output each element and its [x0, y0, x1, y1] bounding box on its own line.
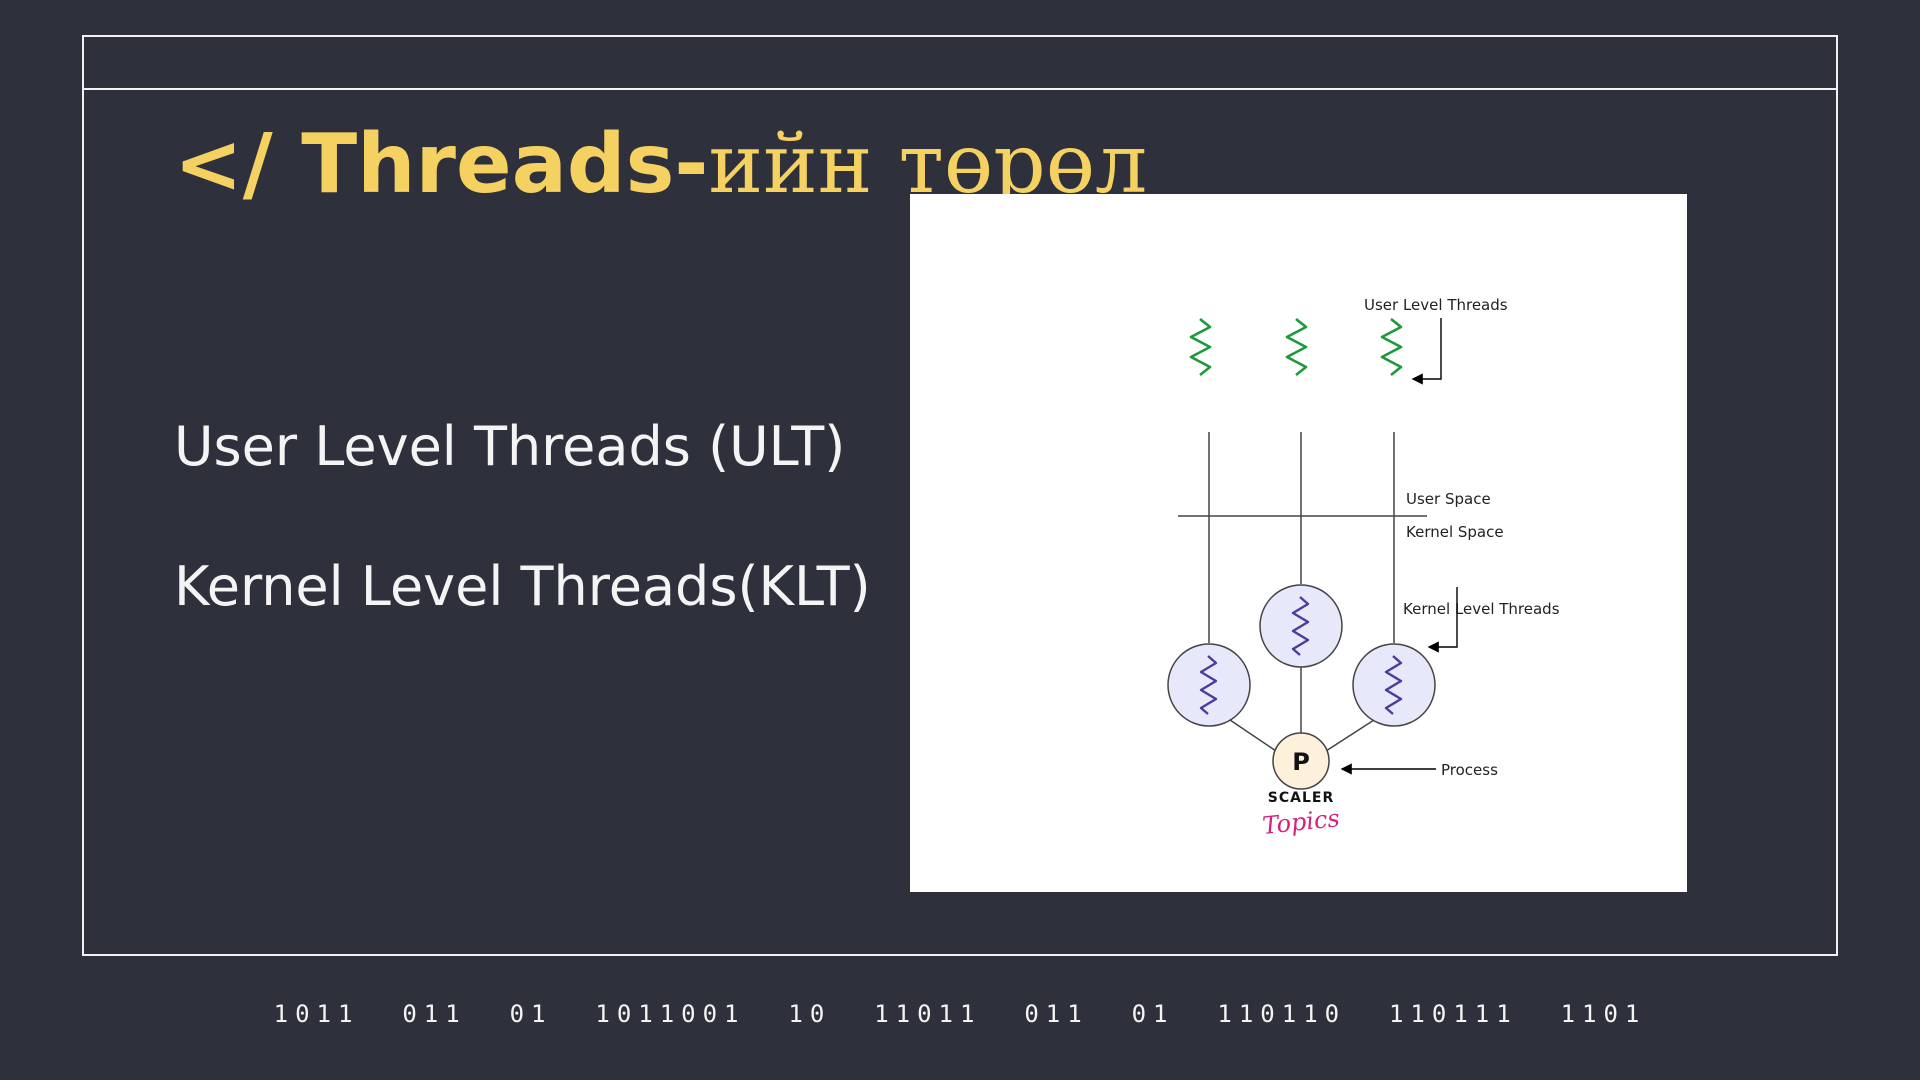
label-kernel-level-threads: Kernel Level Threads	[1403, 600, 1560, 618]
arrow-kernel-level-threads	[1427, 587, 1458, 653]
list-item-ult: User Level Threads (ULT)	[174, 415, 846, 478]
kernel-thread-node-3	[1352, 643, 1436, 727]
kernel-thread-node-2	[1259, 584, 1343, 668]
arrow-user-level-threads	[1411, 318, 1442, 385]
label-process: Process	[1441, 761, 1498, 779]
label-user-level-threads: User Level Threads	[1364, 296, 1508, 314]
scaler-topics-logo: SCALER Topics	[1261, 790, 1341, 840]
process-link-1	[1229, 719, 1277, 752]
process-node: P	[1272, 732, 1330, 790]
process-node-label: P	[1292, 748, 1310, 776]
thread-types-diagram: P User Level Threads User Space Kernel S…	[910, 194, 1687, 892]
logo-top-text: SCALER	[1268, 790, 1334, 806]
label-user-space: User Space	[1406, 490, 1491, 508]
title-prefix: </ Threads-	[174, 117, 709, 212]
frame-header-divider	[84, 88, 1836, 90]
slide-frame: </ Threads-ийн төрөл User Level Threads …	[82, 35, 1838, 956]
label-kernel-space: Kernel Space	[1406, 523, 1504, 541]
user-thread-icon-3	[1380, 317, 1403, 377]
user-thread-icon-2	[1285, 317, 1308, 377]
process-link-3	[1325, 719, 1375, 752]
diagram-canvas: P User Level Threads User Space Kernel S…	[1167, 296, 1560, 840]
binary-footer: 1011 011 01 1011001 10 11011 011 01 1101…	[273, 1000, 1647, 1028]
user-thread-icon-1	[1189, 317, 1212, 377]
logo-bottom-text: Topics	[1261, 804, 1341, 840]
list-item-klt: Kernel Level Threads(KLT)	[174, 555, 871, 618]
kernel-thread-node-1	[1167, 643, 1251, 727]
